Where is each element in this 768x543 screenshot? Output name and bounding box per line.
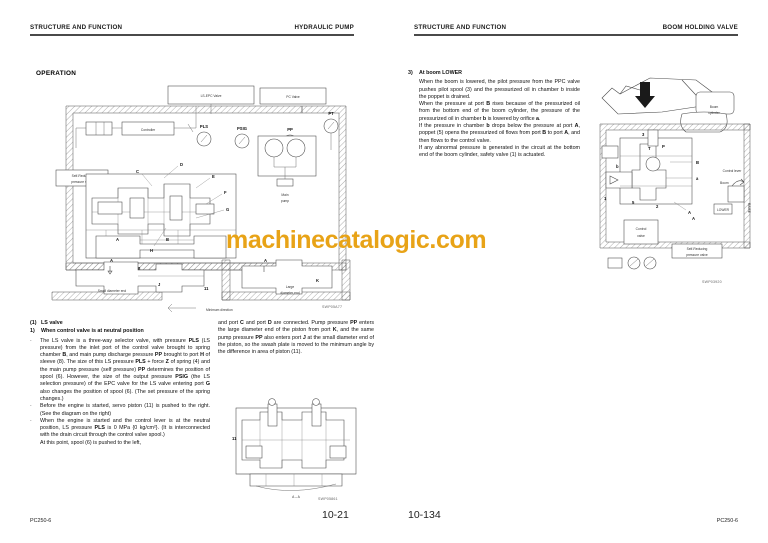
control-valve-label-2: valve	[637, 234, 645, 238]
pp-label: PP	[287, 127, 293, 132]
control-lever-label: Control lever	[723, 169, 743, 173]
left-page-header: STRUCTURE AND FUNCTION HYDRAULIC PUMP	[30, 24, 354, 38]
right-page-number: 10-134	[408, 509, 441, 521]
control-lever-panel: Control lever Boom LOWER RAISE	[713, 169, 751, 215]
control-valve-label-1: Control	[636, 227, 647, 231]
header-left-title: STRUCTURE AND FUNCTION	[30, 24, 123, 31]
svg-text:11: 11	[204, 286, 209, 291]
paragraph-before-engine-started: · Before the engine is started, servo pi…	[30, 403, 210, 417]
main-pump-label-1: Main	[281, 193, 288, 197]
heading-ls-valve: (1) LS valve	[30, 320, 63, 326]
svg-text:A: A	[264, 258, 267, 263]
pc-valve-label: PC Valve	[286, 95, 300, 99]
svg-text:5: 5	[632, 200, 635, 205]
header-rule-right	[414, 34, 738, 36]
holding-valve-section: 3 P T b B a 1 5 2 A	[601, 129, 699, 215]
figure-code-right: SWP03920	[702, 280, 722, 284]
hydraulic-circuit-diagram: LS-EPC Valve PC Valve Controller	[46, 78, 376, 318]
paragraph-engine-started-neutral: · When the engine is started and the con…	[30, 417, 210, 439]
paragraph-port-b-pressure-rises: When the pressure at port B rises becaus…	[419, 101, 580, 122]
left-footer-model: PC250-6	[30, 518, 52, 524]
right-page: STRUCTURE AND FUNCTION BOOM HOLDING VALV…	[384, 0, 768, 543]
control-valve-group: Control valve Self-Reducing pressure val…	[607, 219, 723, 270]
paragraph-ls-valve-description: · The LS valve is a three-way selector v…	[30, 337, 210, 402]
paragraph-chamber-b-drops: If the pressure in chamber b drops below…	[419, 123, 581, 144]
header-right-title: HYDRAULIC PUMP	[294, 24, 354, 31]
self-reducing-valve-label-1: Self-Reducing	[72, 174, 93, 178]
self-reducing-valve-label-2: pressure valve	[71, 180, 93, 184]
left-page-second-column-text: and port C and port D are connected. Pum…	[218, 320, 374, 356]
self-reducing-valve-right-1: Self-Reducing	[687, 247, 708, 251]
header-rule	[30, 34, 354, 36]
pt-label: PT	[328, 111, 334, 116]
svg-text:G: G	[226, 207, 229, 212]
svg-text:E: E	[212, 174, 215, 179]
watermark: machinecatalogic.com	[226, 226, 487, 254]
svg-text:A: A	[688, 210, 691, 215]
figure-code-top: SWP05A77	[322, 305, 343, 309]
boom-cylinder-label-1: Boom	[710, 105, 719, 109]
svg-text:D: D	[180, 162, 183, 167]
ls-epc-valve-label: LS-EPC Valve	[201, 94, 222, 98]
heading-at-boom-lower: 3) At boom LOWER	[408, 70, 463, 76]
svg-text:A: A	[110, 258, 113, 263]
servo-piston-detail: Small diameter end Large diameter end J …	[51, 258, 351, 313]
svg-text:11: 11	[232, 436, 237, 441]
svg-text:A: A	[692, 216, 695, 221]
small-diameter-end-label: Small diameter end	[98, 289, 127, 293]
svg-text:J: J	[158, 282, 161, 287]
heading-neutral-position: 1) When control valve is at neutral posi…	[30, 328, 144, 335]
lower-label: LOWER	[717, 208, 730, 212]
large-diameter-end-label-1: Large	[286, 285, 295, 289]
minimum-direction-label: Minimum direction	[206, 308, 233, 312]
controller-label: Controller	[141, 128, 156, 132]
header-right-title-right-page: BOOM HOLDING VALVE	[662, 24, 738, 31]
paragraph-boom-lowered: When the boom is lowered, the pilot pres…	[419, 79, 580, 100]
section-aa-caption: A – A	[292, 495, 301, 499]
paragraph-ports-c-and-d: and port C and port D are connected. Pum…	[218, 320, 375, 356]
svg-text:T: T	[648, 146, 651, 151]
psig-label: PSIG	[237, 126, 247, 131]
operation-heading: OPERATION	[36, 70, 77, 77]
left-page-number: 10-21	[322, 509, 349, 521]
pls-label: PLS	[200, 124, 208, 129]
svg-text:a: a	[696, 176, 699, 181]
paragraph-abnormal-pressure: If any abnormal pressure is generated in…	[419, 144, 580, 159]
excavator-boom-illustration: Boom cylinder	[601, 77, 735, 133]
boom-label: Boom	[720, 181, 729, 185]
svg-text:C: C	[136, 169, 139, 174]
pump-cross-section	[85, 173, 237, 259]
left-column-text: (1) LS valve 1) When control valve is at…	[30, 320, 210, 447]
self-reducing-valve-right-2: pressure valve	[686, 253, 708, 257]
paragraph-spool-pushed-left: At this point, spool (6) is pushed to th…	[40, 439, 141, 446]
header-left-title-right-page: STRUCTURE AND FUNCTION	[414, 24, 507, 31]
large-diameter-end-label-2: diameter end	[280, 291, 299, 295]
svg-text:2: 2	[656, 204, 659, 209]
right-footer-model: PC250-6	[716, 518, 738, 524]
svg-text:B: B	[166, 237, 169, 242]
svg-text:K: K	[316, 278, 319, 283]
svg-text:F: F	[224, 190, 227, 195]
raise-label: RAISE	[747, 203, 751, 214]
svg-text:b: b	[616, 164, 619, 169]
svg-text:8: 8	[138, 266, 141, 271]
svg-text:H: H	[150, 248, 153, 253]
right-page-text-column: 3) At boom LOWER When the boom is lowere…	[408, 70, 580, 160]
left-page: STRUCTURE AND FUNCTION HYDRAULIC PUMP OP…	[30, 24, 376, 524]
boom-holding-valve-diagram: Boom cylinder 3	[596, 68, 756, 270]
svg-text:B: B	[696, 160, 699, 165]
svg-text:1: 1	[604, 196, 607, 201]
svg-text:3: 3	[642, 132, 645, 137]
boom-cylinder-label-2: cylinder	[708, 111, 720, 115]
figure-code-bottom: SWP05861	[318, 497, 338, 501]
svg-text:P: P	[662, 144, 665, 149]
pump-section-aa-diagram: 11 A – A	[216, 390, 376, 505]
svg-text:A: A	[116, 237, 119, 242]
right-page-header: STRUCTURE AND FUNCTION BOOM HOLDING VALV…	[414, 24, 738, 38]
main-pump-label-2: pump	[281, 199, 289, 203]
